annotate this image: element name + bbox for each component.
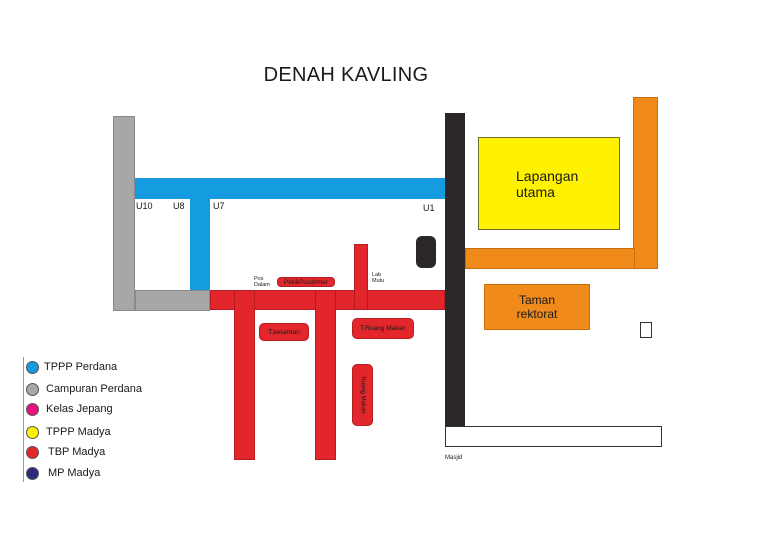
legend-label: TPPP Perdana [44, 361, 118, 373]
legend-swatch [26, 382, 39, 396]
unit-label-u1: U1 [423, 203, 435, 213]
legend-swatch [26, 466, 39, 480]
t-ruang-makan-block: T.Ruang Makan [352, 318, 414, 339]
t-kesehatan-block: T.kesehtan [259, 323, 309, 341]
legend-label: TPPP Madya [46, 426, 111, 438]
lapangan-utama-block: Lapangan utama [478, 137, 620, 230]
legend-item-tppp-madya: TPPP Madya [26, 424, 111, 440]
legend-swatch [26, 360, 39, 374]
legend-item-tppp-perdana: TPPP Perdana [26, 359, 117, 375]
orange-block-horizontal [465, 248, 635, 269]
legend-divider [23, 357, 24, 482]
legend-item-kelas-jepang: Kelas Jepang [26, 401, 113, 417]
legend-swatch [26, 402, 39, 416]
masjid-label: Masjid [445, 455, 463, 461]
legend-label: MP Madya [48, 467, 101, 479]
map-title: DENAH KAVLING [263, 64, 429, 86]
unit-label-u10: U10 [136, 201, 153, 211]
ruang-makan-label: Ruang Makan [359, 376, 366, 414]
legend-item-tbp-madya: TBP Madya [26, 444, 105, 460]
legend-swatch [26, 445, 39, 459]
unit-label-u7: U7 [213, 201, 225, 211]
taman-rektorat-block: Taman rektorat [484, 284, 590, 330]
blue-block-u8 [190, 178, 210, 290]
dark-small-block [416, 236, 436, 268]
legend-label: Kelas Jepang [46, 403, 113, 415]
legend-label: TBP Madya [48, 446, 106, 458]
lab-mutu-block [354, 244, 368, 310]
taman-rektorat-label: Taman rektorat [516, 293, 558, 321]
lapangan-utama-label: Lapangan utama [516, 168, 579, 200]
pos-dalam-label: Pos Dalam [254, 276, 270, 288]
lab-mutu-label: Lab Mutu [372, 272, 385, 284]
masjid-block [445, 426, 662, 447]
legend-item-campuran-perdana: Campuran Perdana [26, 381, 142, 397]
dark-road-vertical [445, 113, 465, 426]
gray-block-vertical [113, 116, 135, 311]
orange-block-vertical [633, 97, 658, 269]
small-empty-box [640, 322, 652, 338]
gray-block-horizontal [135, 290, 210, 311]
red-block-right-column [315, 290, 336, 460]
legend-swatch [26, 425, 39, 439]
unit-label-u8: U8 [173, 201, 185, 211]
legend-label: Campuran Perdana [46, 383, 143, 395]
red-block-left-column [234, 290, 255, 460]
legend-item-mp-madya: MP Madya [26, 465, 100, 481]
blue-block-horizontal [135, 178, 445, 199]
poli-pusdimter-block: Poli&Pusdimter [277, 277, 335, 287]
ruang-makan-block: Ruang Makan [352, 364, 373, 426]
